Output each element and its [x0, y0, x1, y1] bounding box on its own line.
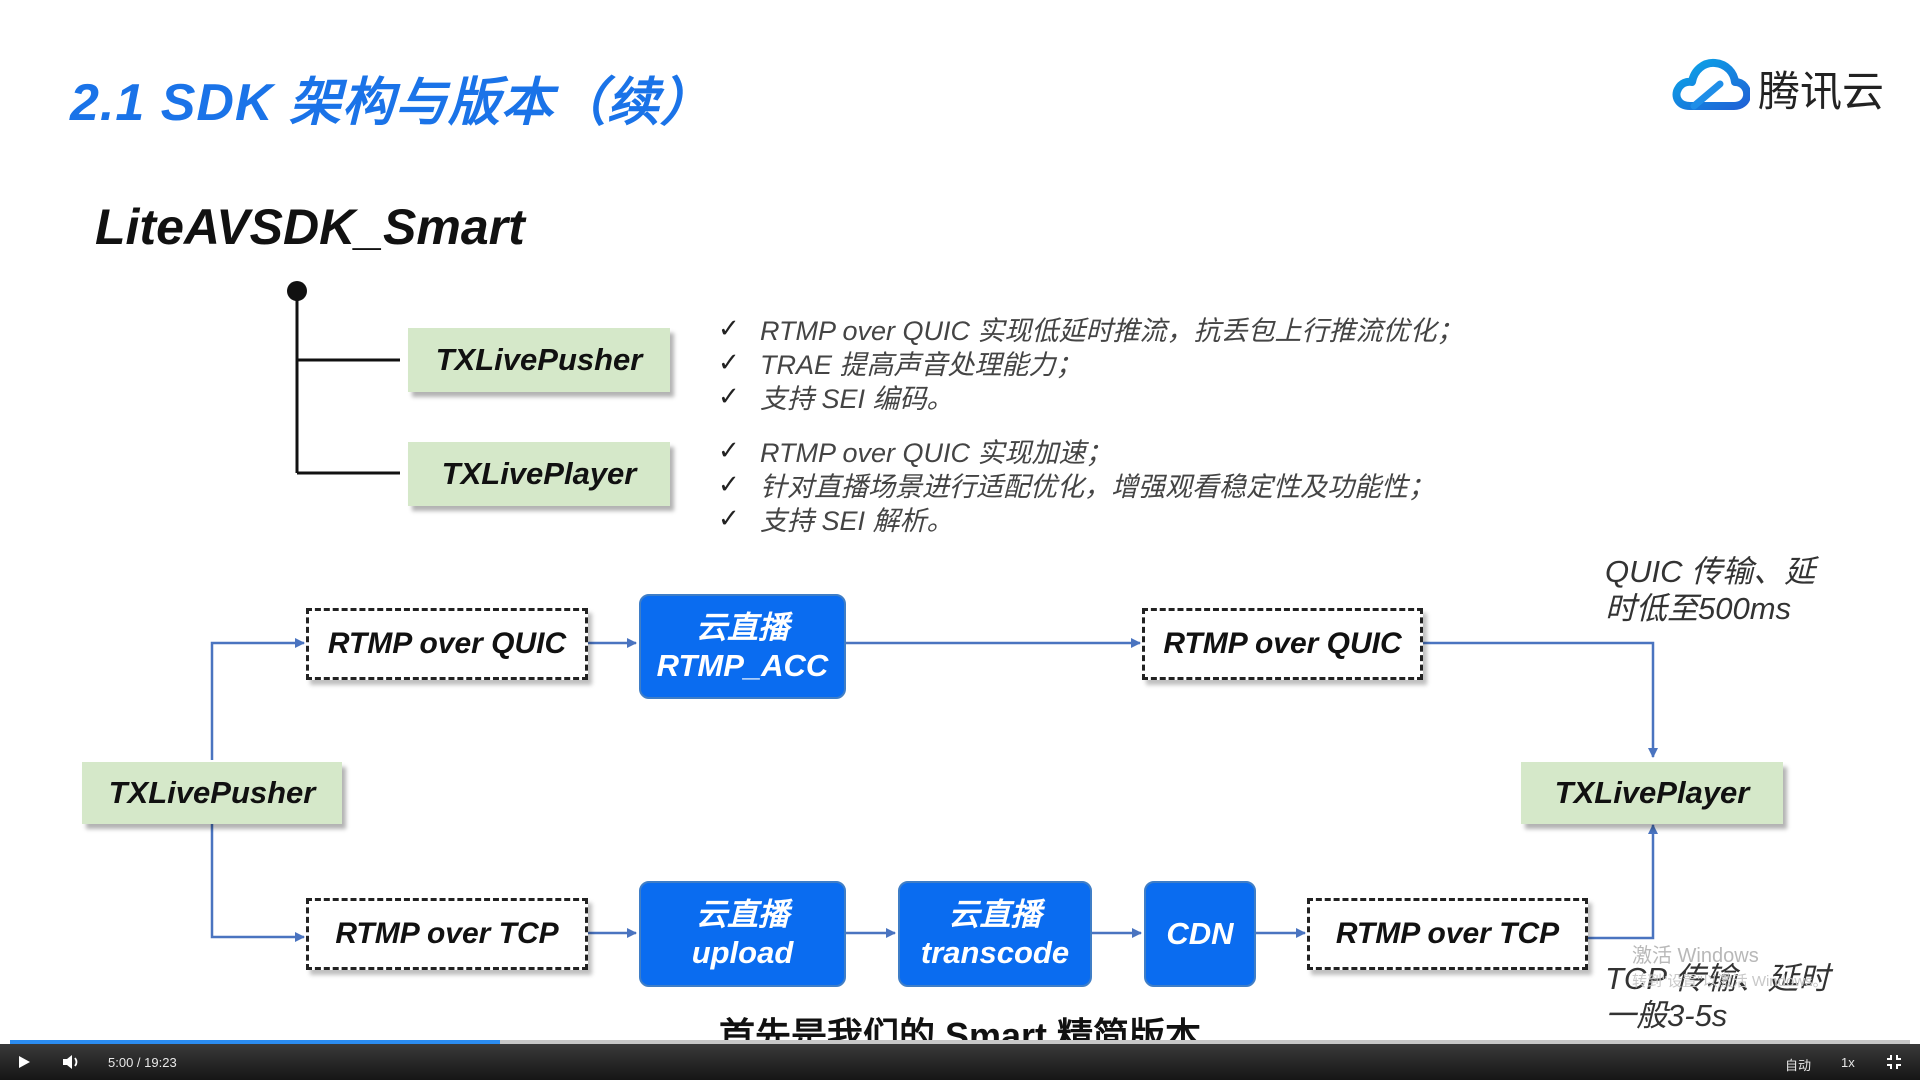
speed-button[interactable]: 1x [1841, 1055, 1855, 1070]
arrow-tcp-out-to-player [1588, 824, 1658, 940]
cloud-icon [1672, 58, 1750, 110]
tree-pusher-box: TXLivePusher [408, 328, 670, 392]
watermark-line2: 转到"设置"以激活 Windows。 [1632, 973, 1828, 990]
slide-title: 2.1 SDK 架构与版本（续） [70, 74, 713, 132]
transcode-line2: transcode [920, 935, 1070, 970]
logo-text: 腾讯云 [1758, 67, 1885, 116]
feature-item: ✓ RTMP over QUIC 实现低延时推流，抗丢包上行推流优化； [718, 311, 1464, 346]
feature-item: ✓ RTMP over QUIC 实现加速； [718, 433, 1435, 468]
pusher-feature-list: ✓ RTMP over QUIC 实现低延时推流，抗丢包上行推流优化； ✓ TRAE… [718, 311, 1464, 414]
rtmp-over-quic-box: RTMP over QUIC [306, 608, 588, 680]
quic-latency-note: QUIC 传输、延 时低至500ms [1605, 553, 1815, 627]
rtmp-over-quic-out-box: RTMP over QUIC [1142, 608, 1423, 680]
check-icon: ✓ [718, 312, 740, 343]
tcp-latency-note: TCP 传输、延时 一般3-5s [1605, 960, 1829, 1034]
rtmp-over-tcp-box: RTMP over TCP [306, 898, 588, 970]
upload-line2: upload [691, 935, 794, 970]
rtmp-acc-box: 云直播 RTMP_ACC [639, 594, 846, 699]
rtmp-over-tcp-out-box: RTMP over TCP [1307, 898, 1588, 970]
feature-item: ✓ TRAE 提高声音处理能力； [718, 345, 1464, 380]
feature-text: 针对直播场景进行适配优化，增强观看稳定性及功能性； [760, 471, 1435, 502]
quality-button[interactable]: 自动 [1785, 1058, 1812, 1073]
check-icon: ✓ [718, 468, 740, 499]
quic-note-line2: 时低至500ms [1605, 591, 1792, 626]
feature-item: ✓ 支持 SEI 编码。 [718, 379, 1464, 414]
feature-text: 支持 SEI 解析。 [760, 505, 954, 536]
progress-bar[interactable] [10, 1040, 1910, 1044]
quic-note-line1: QUIC 传输、延 [1605, 554, 1816, 589]
arrow-quic-out-to-player [1423, 641, 1658, 758]
flow-player-box: TXLivePlayer [1521, 762, 1783, 824]
check-icon: ✓ [718, 502, 740, 533]
arrow-pusher-to-tcp [210, 824, 305, 942]
feature-text: TRAE 提高声音处理能力； [760, 349, 1083, 380]
feature-text: 支持 SEI 编码。 [760, 383, 954, 414]
check-icon: ✓ [718, 346, 740, 377]
cdn-box: CDN [1144, 881, 1256, 987]
watermark-line1: 激活 Windows [1632, 945, 1759, 967]
check-icon: ✓ [718, 380, 740, 411]
rtmp-acc-line1: 云直播 [696, 609, 789, 645]
feature-text: RTMP over QUIC 实现低延时推流，抗丢包上行推流优化； [760, 315, 1464, 346]
upload-line1: 云直播 [696, 897, 789, 932]
cdn-label: CDN [1166, 916, 1234, 951]
feature-item: ✓ 针对直播场景进行适配优化，增强观看稳定性及功能性； [718, 467, 1435, 502]
volume-icon[interactable] [60, 1052, 82, 1072]
player-control-bar: 5:00 / 19:23 自动 1x [0, 1044, 1920, 1080]
player-feature-list: ✓ RTMP over QUIC 实现加速； ✓ 针对直播场景进行适配优化，增强观看… [718, 433, 1435, 536]
feature-text: RTMP over QUIC 实现加速； [760, 437, 1113, 468]
transcode-box: 云直播 transcode [898, 881, 1092, 987]
feature-item: ✓ 支持 SEI 解析。 [718, 501, 1435, 536]
tencent-cloud-logo: 腾讯云 [1672, 52, 1888, 116]
transcode-line1: 云直播 [948, 897, 1042, 932]
time-display: 5:00 / 19:23 [108, 1055, 177, 1070]
flow-pusher-box: TXLivePusher [82, 762, 342, 824]
arrow-pusher-to-quic [210, 638, 305, 760]
upload-box: 云直播 upload [639, 881, 846, 987]
sdk-root-name: LiteAVSDK_Smart [95, 199, 525, 255]
tcp-note-line1: TCP 传输、延时 [1605, 961, 1830, 996]
play-icon[interactable] [14, 1053, 34, 1071]
windows-activation-watermark: 激活 Windows 转到"设置"以激活 Windows。 [1632, 943, 1828, 995]
rtmp-acc-line2: RTMP_ACC [656, 647, 829, 683]
tree-player-box: TXLivePlayer [408, 442, 670, 506]
exit-fullscreen-icon[interactable] [1884, 1053, 1904, 1071]
check-icon: ✓ [718, 434, 740, 465]
progress-fill [10, 1040, 500, 1044]
tcp-note-line2: 一般3-5s [1605, 998, 1728, 1033]
